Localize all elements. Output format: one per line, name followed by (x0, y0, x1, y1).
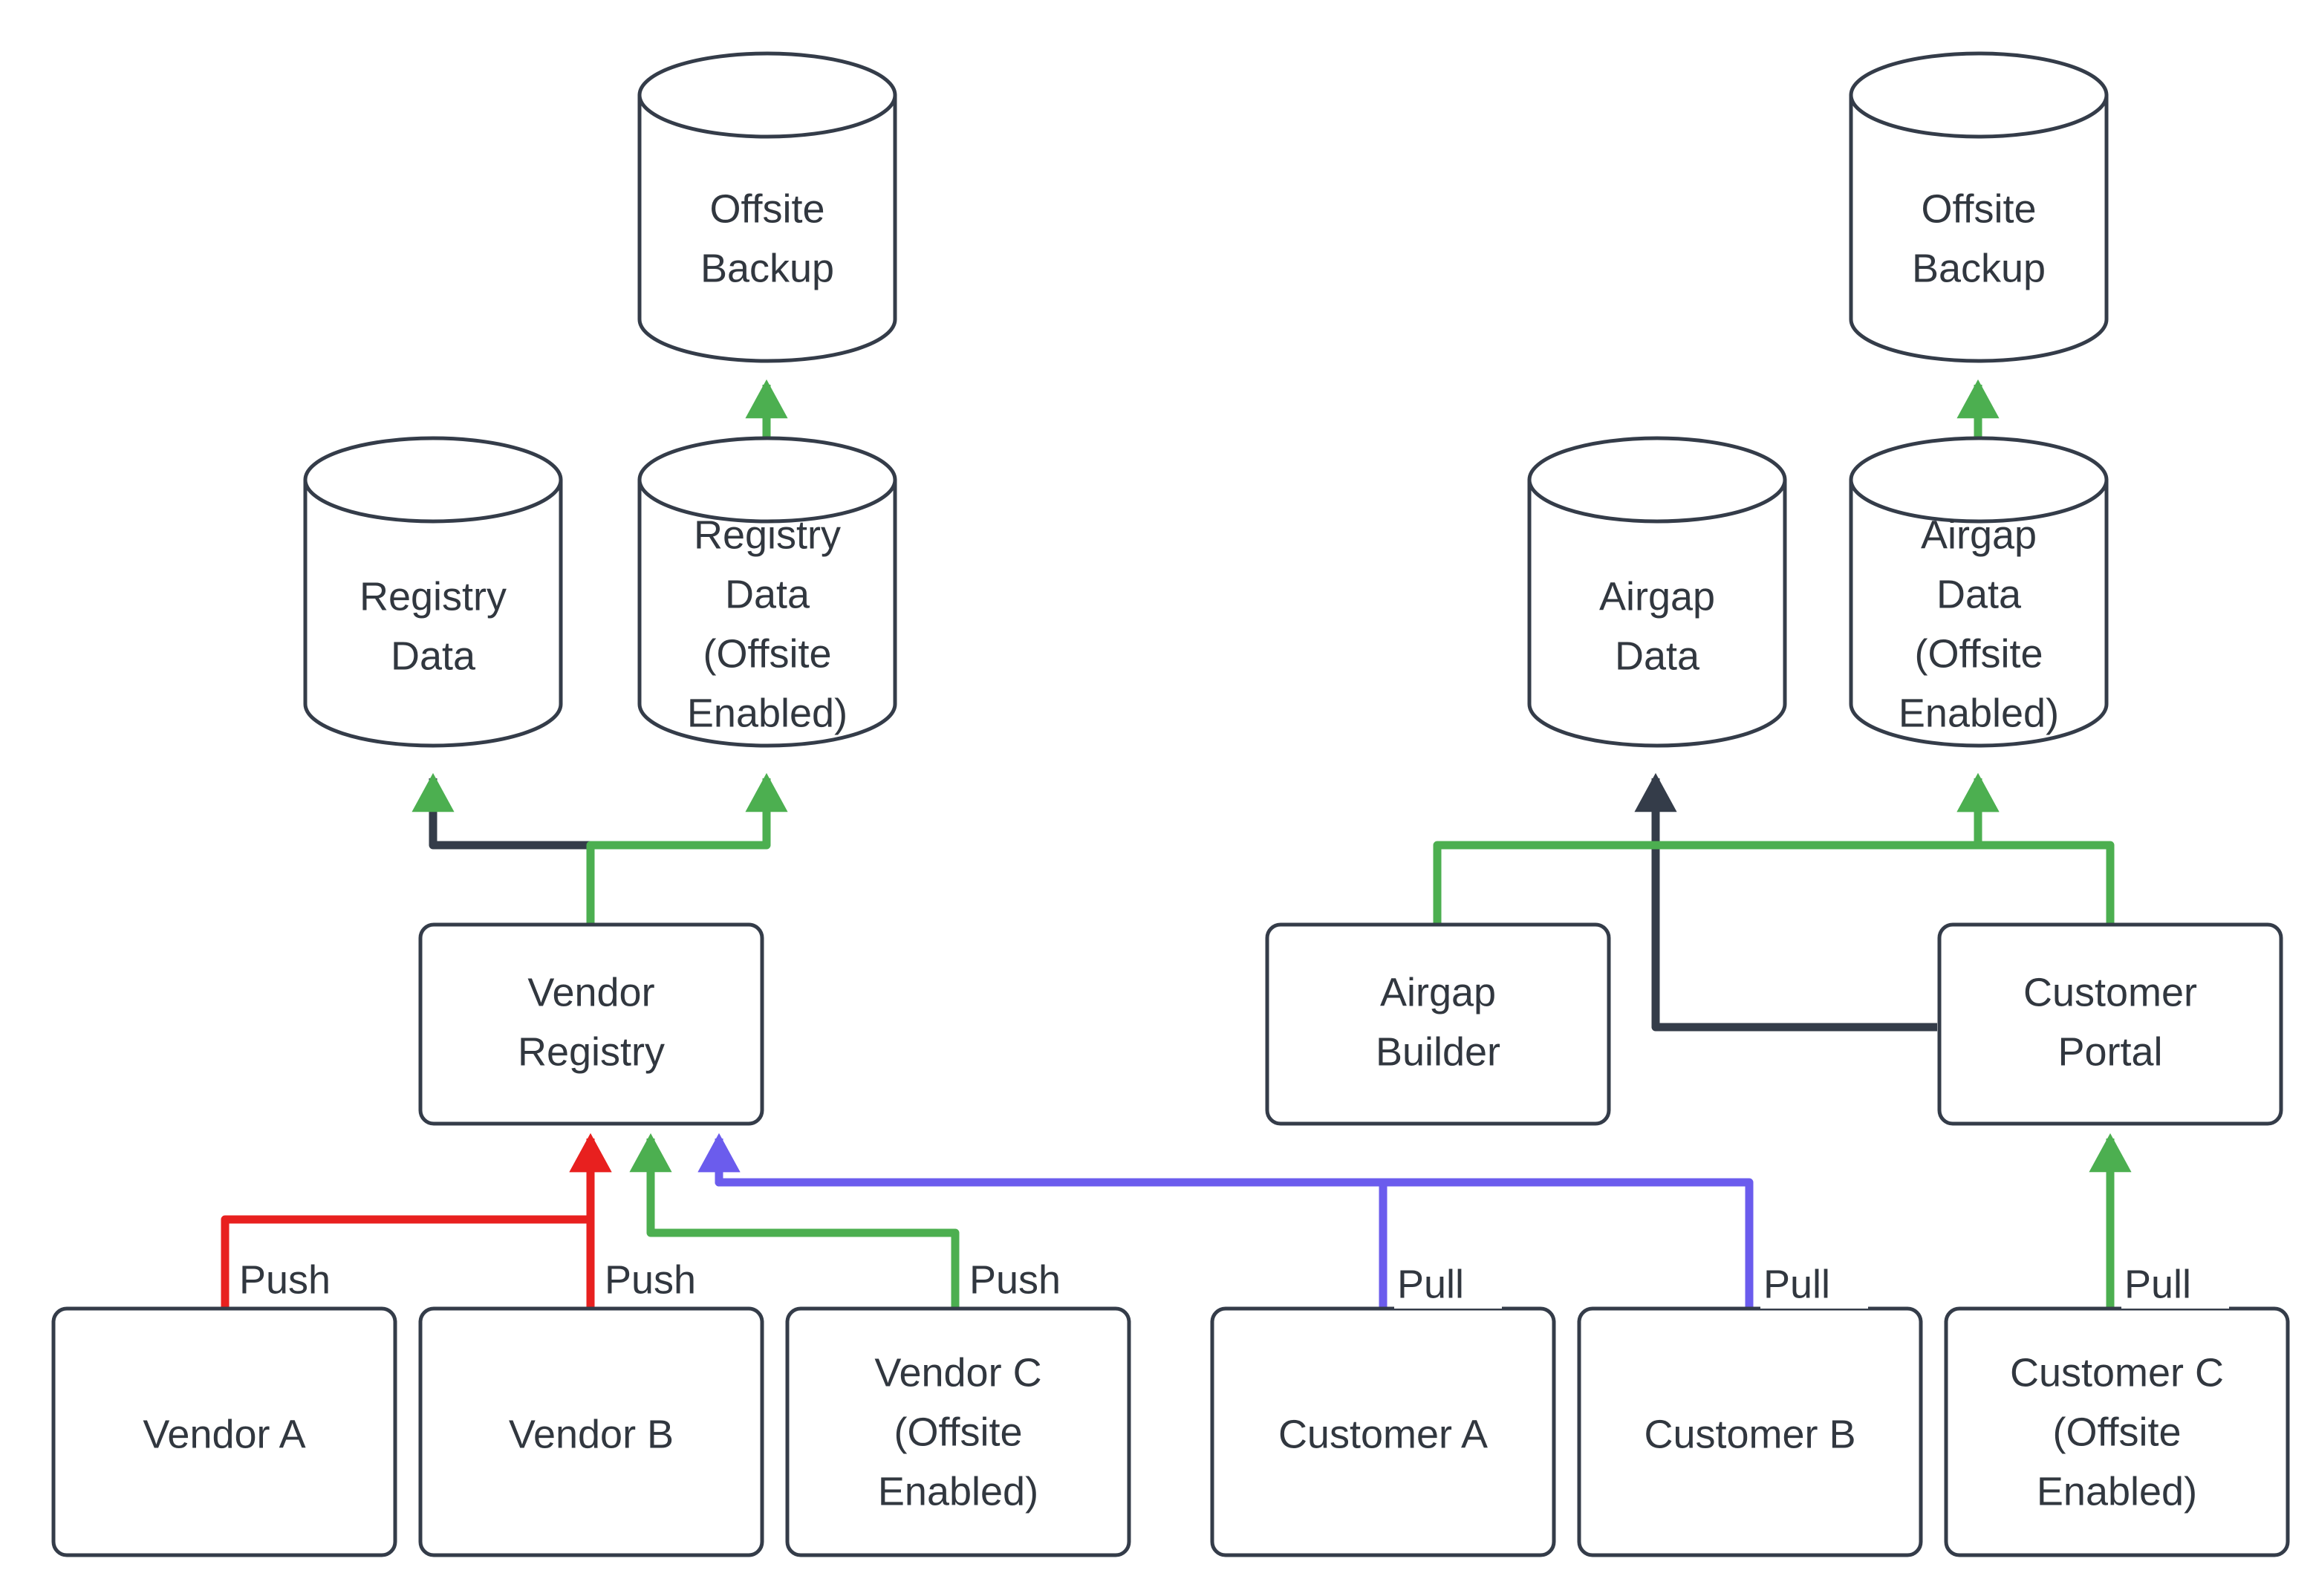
node-label-customer-c: Customer C (2010, 1350, 2224, 1395)
edge-vendor-registry-to-registry-data-offsite (586, 772, 788, 925)
node-label-airgap-data-offsite: Airgap (1921, 512, 2037, 557)
node-vendor-registry[interactable]: Vendor Registry (418, 922, 764, 1126)
node-label-offsite-backup-right-2: Backup (1912, 246, 2046, 290)
node-label-airgap-data-offsite-3: (Offsite (1914, 631, 2043, 676)
edge-label-text-customer-b-pull: Pull (1763, 1262, 1830, 1306)
edge-label-vendor-a-push: Push (236, 1257, 366, 1304)
node-vendor-c[interactable]: Vendor C (Offsite Enabled) (785, 1306, 1131, 1557)
node-label-customer-a: Customer A (1278, 1412, 1488, 1456)
node-vendor-b[interactable]: Vendor B (418, 1306, 764, 1557)
node-label-vendor-registry-2: Registry (518, 1029, 665, 1074)
edge-label-vendor-c-push: Push (966, 1257, 1096, 1304)
edge-label-text-customer-c-pull: Pull (2124, 1262, 2191, 1306)
node-label-customer-b: Customer B (1644, 1412, 1855, 1456)
node-customer-portal[interactable]: Customer Portal (1937, 922, 2283, 1126)
edge-customer-portal-to-airgap-data (1634, 772, 1937, 1032)
node-label-vendor-a: Vendor A (143, 1412, 305, 1456)
node-customer-c[interactable]: Customer C (Offsite Enabled) (1944, 1306, 2290, 1557)
edge-vendor-c-push (629, 1133, 960, 1309)
edge-vendor-registry-to-registry-data (411, 772, 595, 925)
node-label-vendor-c-3: Enabled) (878, 1469, 1038, 1514)
edge-label-text-vendor-b-push: Push (605, 1257, 696, 1302)
edge-label-customer-a-pull: Pull (1394, 1261, 1502, 1309)
node-offsite-backup-right[interactable]: Offsite Backup (1849, 51, 2109, 363)
node-label-vendor-registry: Vendor (527, 970, 654, 1014)
node-offsite-backup-left[interactable]: Offsite Backup (637, 51, 897, 363)
node-label-customer-c-2: (Offsite (2052, 1410, 2181, 1454)
node-label-offsite-backup-left-2: Backup (700, 246, 834, 290)
node-label-airgap-data-2: Data (1615, 633, 1700, 678)
node-label-offsite-backup-right: Offsite (1921, 186, 2036, 231)
node-label-customer-portal-2: Portal (2057, 1029, 2162, 1074)
node-label-vendor-b: Vendor B (509, 1412, 674, 1456)
node-airgap-builder[interactable]: Airgap Builder (1265, 922, 1611, 1126)
edge-airgap-builder-to-airgap-data-offsite (1433, 772, 2000, 925)
node-registry-data-offsite[interactable]: Registry Data (Offsite Enabled) (637, 436, 897, 748)
node-label-registry-data: Registry (360, 574, 507, 619)
node-label-airgap-builder: Airgap (1380, 970, 1496, 1014)
node-label-registry-data-2: Data (391, 633, 476, 678)
node-label-customer-portal: Customer (2023, 970, 2197, 1014)
edge-label-text-vendor-c-push: Push (969, 1257, 1061, 1302)
node-airgap-data[interactable]: Airgap Data (1527, 436, 1787, 748)
node-customer-a[interactable]: Customer A (1210, 1306, 1556, 1557)
node-label-vendor-c-2: (Offsite (894, 1410, 1022, 1454)
node-label-registry-data-offsite: Registry (694, 512, 841, 557)
node-label-registry-data-offsite-4: Enabled) (687, 691, 848, 735)
node-label-airgap-data-offsite-4: Enabled) (1899, 691, 2059, 735)
node-label-offsite-backup-left: Offsite (709, 186, 824, 231)
edge-label-vendor-b-push: Push (602, 1257, 732, 1304)
node-vendor-a[interactable]: Vendor A (51, 1306, 397, 1557)
node-label-vendor-c: Vendor C (874, 1350, 1041, 1395)
node-label-airgap-builder-2: Builder (1376, 1029, 1500, 1074)
node-label-registry-data-offsite-3: (Offsite (703, 631, 831, 676)
node-label-airgap-data-offsite-2: Data (1936, 572, 2022, 616)
edge-label-customer-b-pull: Pull (1760, 1261, 1868, 1309)
node-customer-b[interactable]: Customer B (1577, 1306, 1923, 1557)
edge-label-customer-c-pull: Pull (2121, 1261, 2229, 1309)
node-registry-data[interactable]: Registry Data (303, 436, 563, 748)
node-label-customer-c-3: Enabled) (2037, 1469, 2197, 1514)
edge-label-text-vendor-a-push: Push (239, 1257, 331, 1302)
node-label-airgap-data: Airgap (1599, 574, 1715, 619)
node-airgap-data-offsite[interactable]: Airgap Data (Offsite Enabled) (1849, 436, 2109, 748)
edge-customer-portal-to-airgap-data-offsite (1956, 772, 2115, 925)
edge-label-text-customer-a-pull: Pull (1397, 1262, 1464, 1306)
edge-customer-b-pull (697, 1133, 1754, 1309)
node-label-registry-data-offsite-2: Data (725, 572, 810, 616)
